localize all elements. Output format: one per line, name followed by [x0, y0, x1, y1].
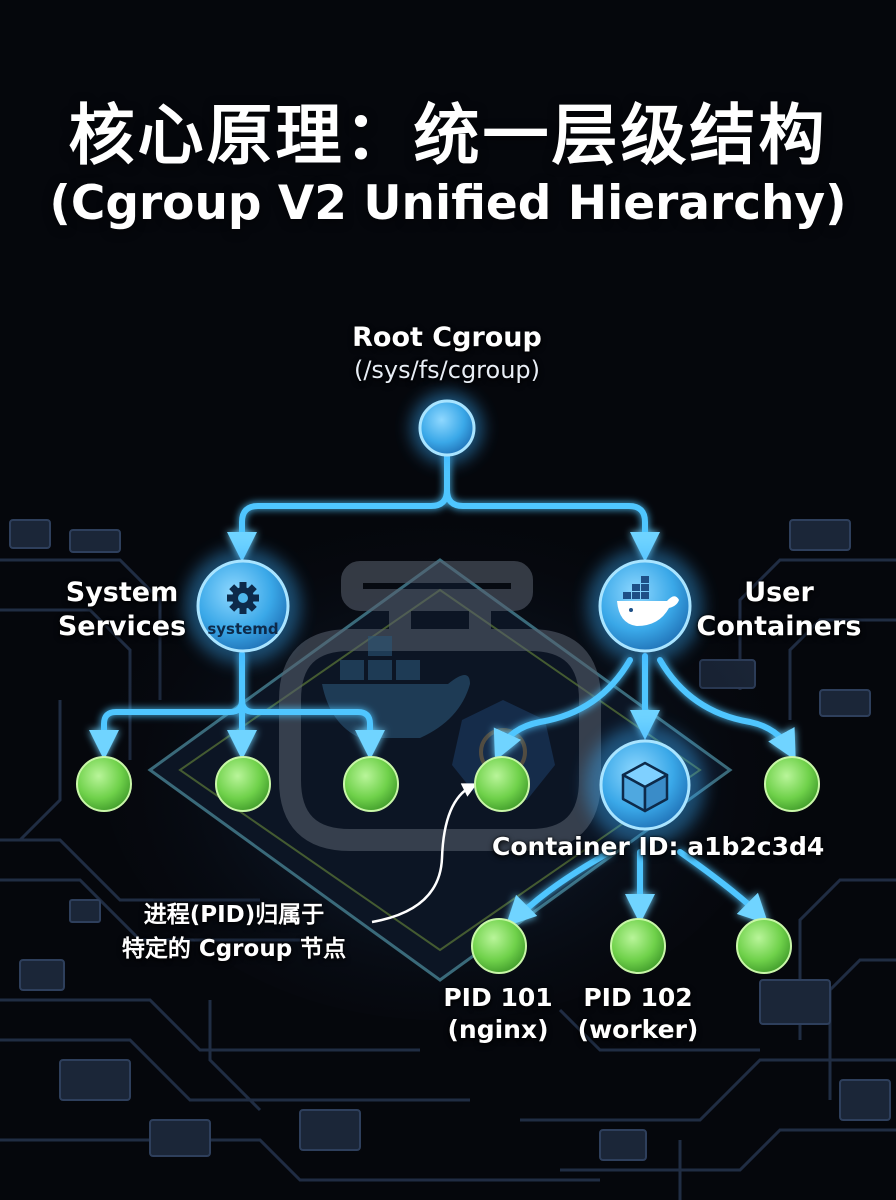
- pid-102-label: PID 102 (worker): [566, 982, 710, 1046]
- page-title: 核心原理：统一层级结构: [68, 97, 828, 174]
- system-services-label: System Services: [52, 576, 192, 644]
- system-services-label-line2: Services: [57, 611, 187, 642]
- pid-101-label-line2: (nginx): [447, 1015, 549, 1044]
- pid-101-label: PID 101 (nginx): [428, 982, 568, 1046]
- page-subtitle: (Cgroup V2 Unified Hierarchy): [49, 176, 847, 231]
- faint-docker-icon: [322, 636, 470, 738]
- root-cgroup-label: Root Cgroup: [352, 322, 542, 353]
- circuit-board-pattern: [0, 558, 896, 1200]
- user-containers-label-line1: User: [744, 577, 814, 608]
- user-containers-label: User Containers: [696, 576, 862, 644]
- hierarchy-edges: [89, 452, 796, 927]
- docker-whale-icon: [617, 576, 679, 626]
- annotation-arrow: [371, 783, 478, 924]
- cube-icon: [621, 761, 669, 813]
- system-service-node-3: [343, 756, 399, 812]
- pid-102-label-line2: (worker): [577, 1015, 699, 1044]
- container-leaf-node-3: [764, 756, 820, 812]
- pid-node-3: [736, 918, 792, 974]
- container-leaf-node-1: [474, 756, 530, 812]
- systemd-label: systemd: [207, 620, 278, 638]
- container-id-label: Container ID: a1b2c3d4: [492, 832, 825, 861]
- pid-101-label-line1: PID 101: [443, 983, 553, 1012]
- annotation-label: 进程(PID)归属于 特定的 Cgroup 节点: [96, 898, 372, 966]
- gear-icon: [227, 582, 259, 614]
- pid-102-label-line1: PID 102: [583, 983, 693, 1012]
- system-service-node-2: [215, 756, 271, 812]
- root-node: [418, 399, 476, 457]
- root-cgroup-path: (/sys/fs/cgroup): [353, 356, 541, 384]
- leaf-nodes: [76, 756, 820, 974]
- system-services-label-line1: System: [65, 577, 179, 608]
- container-jar-decoration: [279, 561, 601, 851]
- system-service-node-1: [76, 756, 132, 812]
- annotation-line1: 进程(PID)归属于: [143, 902, 325, 928]
- user-containers-label-line2: Containers: [696, 611, 862, 642]
- annotation-line2: 特定的 Cgroup 节点: [121, 936, 347, 962]
- pid-102-node: [610, 918, 666, 974]
- pid-101-node: [471, 918, 527, 974]
